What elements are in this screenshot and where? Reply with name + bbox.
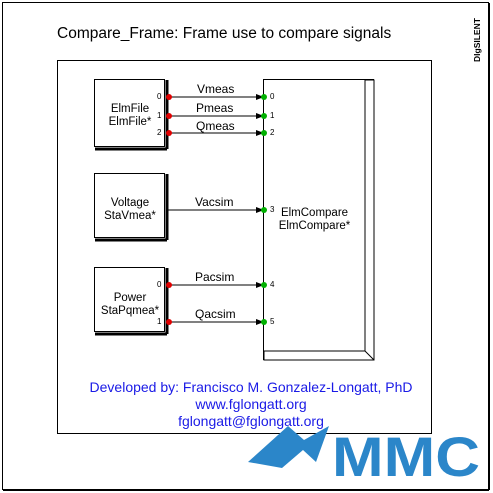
elmfile-port-0 [166, 94, 172, 100]
credit-author: Developed by: Francisco M. Gonzalez-Long… [89, 379, 413, 395]
elmcompare-name: ElmCompare [280, 207, 349, 219]
power-name: Power [113, 292, 147, 304]
elmfile-name: ElmFile [110, 103, 150, 115]
compare-port-label-5: 5 [270, 317, 275, 326]
compare-port-2 [261, 130, 267, 136]
power-type: StaPqmea* [100, 305, 160, 317]
slot-area [57, 60, 432, 434]
output-ports [166, 94, 172, 325]
digsilent-brand: DIgSILENT [472, 18, 482, 62]
power-port-label-0: 0 [157, 280, 162, 289]
mmc-logo: MMC [248, 425, 480, 488]
elmfile-port-label-2: 2 [157, 128, 162, 137]
arrowhead-pmeas [256, 113, 264, 119]
outer-frame [2, 2, 489, 490]
signal-label-pacsim: Pacsim [195, 270, 235, 284]
signal-label-qacsim: Qacsim [195, 307, 236, 321]
arrowhead-vacsim [256, 207, 264, 213]
compare-port-label-4: 4 [270, 280, 275, 289]
frame-title: Compare_Frame: Frame use to compare sign… [57, 25, 392, 42]
compare-port-label-1: 1 [270, 111, 275, 120]
voltage-block[interactable] [94, 173, 169, 242]
compare-port-label-2: 2 [270, 128, 275, 137]
power-port-label-1: 1 [157, 317, 162, 326]
elmfile-port-2 [166, 130, 172, 136]
credit-website[interactable]: www.fglongatt.org [195, 396, 307, 412]
power-port-1 [166, 319, 172, 325]
signal-label-vacsim: Vacsim [195, 195, 234, 209]
signal-wires [167, 96, 258, 323]
wire-arrowheads [256, 94, 264, 325]
compare-port-3 [261, 207, 267, 213]
compare-port-label-3: 3 [270, 205, 275, 214]
signal-label-pmeas: Pmeas [196, 101, 234, 115]
arrowhead-qmeas [256, 130, 264, 136]
mmc-logo-mark-icon [248, 426, 329, 468]
power-block[interactable] [94, 267, 169, 336]
arrowhead-qacsim [256, 319, 264, 325]
voltage-type: StaVmea* [104, 210, 156, 222]
power-port-0 [166, 282, 172, 288]
input-ports [261, 94, 267, 325]
compare-port-1 [261, 113, 267, 119]
signal-label-qmeas: Qmeas [196, 119, 235, 133]
elmfile-type: ElmFile* [108, 116, 152, 128]
signal-label-vmeas: Vmeas [197, 82, 235, 96]
arrowhead-vmeas [256, 94, 264, 100]
compare-port-5 [261, 319, 267, 325]
elmcompare-block[interactable] [263, 79, 375, 361]
elmfile-port-1 [166, 113, 172, 119]
elmfile-port-label-1: 1 [157, 111, 162, 120]
voltage-name: Voltage [110, 197, 150, 209]
arrowhead-pacsim [256, 282, 264, 288]
credit-email[interactable]: fglongatt@fglongatt.org [178, 413, 324, 429]
elmcompare-type: ElmCompare* [278, 220, 351, 232]
compare-port-0 [261, 94, 267, 100]
compare-port-4 [261, 282, 267, 288]
mmc-logo-text: MMC [332, 425, 480, 488]
compare-port-label-0: 0 [270, 92, 275, 101]
elmfile-port-label-0: 0 [157, 92, 162, 101]
